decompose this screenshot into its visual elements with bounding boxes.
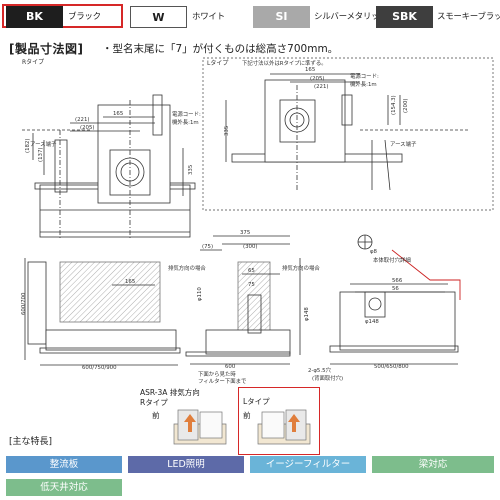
svg-text:(137): (137): [38, 148, 44, 163]
asr-l-type-icon: [257, 409, 311, 445]
feature-badge: 整流板: [6, 456, 122, 473]
front-view: [24, 258, 181, 366]
svg-text:φ148: φ148: [304, 307, 310, 321]
color-swatch-bk[interactable]: BK ブラック: [2, 4, 123, 28]
feature-badge: 低天井対応: [6, 479, 122, 496]
feature-badge: イージーフィルター: [250, 456, 366, 473]
asr-title: ASR-3A 排気方向: [140, 388, 200, 397]
color-code: SI: [253, 6, 310, 28]
svg-text:500/650/800: 500/650/800: [374, 364, 409, 370]
svg-text:電源コード:: 電源コード:: [172, 110, 201, 118]
l-type-top-view: [225, 73, 470, 191]
color-code: W: [130, 6, 187, 28]
color-swatch-si[interactable]: SI シルバーメタリック: [253, 6, 388, 28]
svg-text:(205): (205): [310, 76, 325, 82]
features-label: [主な特長]: [9, 437, 53, 447]
svg-text:165: 165: [113, 111, 123, 117]
side-view: [185, 235, 301, 365]
asr-r-type-icon: [173, 409, 227, 445]
svg-text:(205): (205): [80, 125, 95, 131]
color-name: ホワイト: [192, 12, 225, 22]
svg-text:(182): (182): [25, 139, 31, 154]
color-code: BK: [6, 6, 63, 28]
svg-text:335: 335: [224, 126, 230, 136]
svg-text:375: 375: [240, 230, 250, 236]
color-swatch-w[interactable]: W ホワイト: [130, 6, 246, 28]
svg-text:600/700: 600/700: [21, 292, 27, 315]
svg-text:(221): (221): [75, 117, 90, 123]
svg-text:排気方向の場合: 排気方向の場合: [282, 264, 320, 272]
r-type-top-view: [22, 94, 196, 240]
svg-text:本体取付穴詳細: 本体取付穴詳細: [373, 256, 411, 264]
svg-text:機外長:1m: 機外長:1m: [350, 80, 377, 88]
svg-text:(75): (75): [202, 244, 213, 250]
section-title: [製品寸法図]: [9, 42, 84, 56]
svg-text:電源コード:: 電源コード:: [350, 72, 379, 80]
svg-text:65: 65: [248, 268, 255, 274]
svg-text:600/750/900: 600/750/900: [82, 365, 117, 371]
asr-front-label-l: 前: [243, 411, 251, 420]
svg-text:335: 335: [188, 165, 194, 175]
svg-text:(221): (221): [314, 84, 329, 90]
asr-l-type-box: [238, 387, 320, 455]
svg-text:(300): (300): [243, 244, 258, 250]
l-type-label: Lタイプ: [207, 59, 228, 67]
svg-text:下記寸法以外はRタイプに準ずる。: 下記寸法以外はRタイプに準ずる。: [242, 59, 327, 67]
asr-front-label-r: 前: [152, 411, 160, 420]
r-type-label: Rタイプ: [22, 58, 44, 66]
dimension-drawing: Rタイプ (221) (205) 165 (182) (137) 335 アース…: [21, 57, 494, 385]
mount-detail: [329, 234, 461, 365]
svg-text:165: 165: [305, 67, 315, 73]
svg-text:φ148: φ148: [365, 319, 379, 325]
svg-text:排気方向の場合: 排気方向の場合: [168, 264, 206, 272]
svg-text:フィルター下面まで: フィルター下面まで: [198, 377, 246, 385]
l-type-frame: [202, 57, 494, 211]
svg-text:75: 75: [248, 282, 255, 288]
svg-text:アース端子: アース端子: [30, 140, 57, 148]
color-name: シルバーメタリック: [314, 12, 388, 22]
svg-text:56: 56: [392, 286, 399, 292]
svg-text:(背面取付穴): (背面取付穴): [312, 374, 343, 382]
svg-text:下面から見た時: 下面から見た時: [198, 371, 236, 378]
svg-text:165: 165: [125, 279, 135, 285]
svg-text:機外長:1m: 機外長:1m: [172, 118, 199, 126]
svg-text:φ8: φ8: [370, 249, 378, 255]
svg-text:アース端子: アース端子: [390, 140, 417, 148]
asr-r-type-label: Rタイプ: [140, 398, 168, 407]
feature-badge: LED照明: [128, 456, 244, 473]
svg-text:2-φ5.5穴: 2-φ5.5穴: [308, 366, 332, 374]
svg-text:(154.3): (154.3): [391, 95, 397, 115]
svg-text:600: 600: [225, 364, 236, 370]
svg-text:(200): (200): [403, 99, 409, 114]
svg-text:566: 566: [392, 278, 403, 284]
asr-l-type-label: Lタイプ: [243, 397, 270, 406]
color-swatch-sbk[interactable]: SBK スモーキーブラック: [376, 6, 500, 28]
color-code: SBK: [376, 6, 433, 28]
color-name: スモーキーブラック: [437, 12, 500, 22]
svg-text:φ110: φ110: [197, 287, 203, 301]
height-note: ・型名末尾に「7」が付くものは総高さ700mm。: [102, 43, 339, 55]
color-name: ブラック: [68, 12, 101, 22]
feature-badge: 梁対応: [372, 456, 494, 473]
